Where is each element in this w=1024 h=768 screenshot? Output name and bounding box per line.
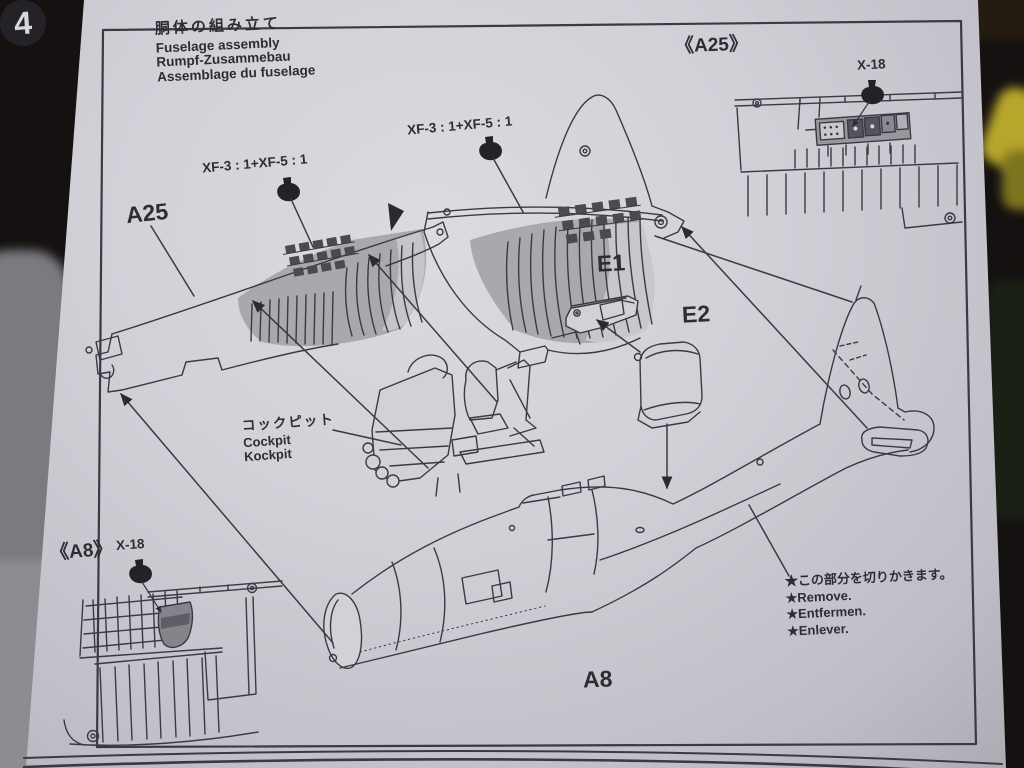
paint-x18-bottom-label: X-18 [115,536,146,553]
part-cockpit-assembly [362,354,545,497]
part-right-half [423,94,685,369]
assembly-arrow [252,300,429,469]
e1-assembly-arrow [595,319,641,353]
a25-leader-line [150,225,195,297]
part-a25-label: A25 [124,197,170,229]
cockpit-label: コックピット Cockpit Kockpit [241,412,338,464]
background-yellow-object-dark [1002,150,1024,210]
paint-daub-icon [129,559,153,584]
part-a25-left-half [85,221,449,393]
assembly-arrow [368,253,498,403]
assembly-line [654,235,853,303]
step-header: 胴体の組み立て Fuselage assembly Rumpf-Zusammeb… [155,15,316,84]
xf3-right-leader-line [492,157,524,213]
part-a8-fuselage [323,285,935,669]
inset-a8-label: 《A8》 [49,538,114,565]
paint-daub-icon [861,80,885,105]
paint-daub-icon [277,136,503,202]
assembly-arrow [120,392,334,644]
inset-a25-label: 《A25》 [674,33,749,58]
cowl-flap-detail [282,234,359,277]
part-e1-label: E1 [596,249,626,277]
part-e1-bracket [565,295,639,334]
part-e2-headrest [633,341,703,429]
assembly-lines [120,157,868,644]
remove-note-leader-line [748,504,790,577]
part-a8-label: A8 [582,665,613,693]
assembly-arrow [681,226,868,429]
inset-a8-drawing [63,559,283,746]
cockpit-leader-line [332,429,402,446]
part-e2-label: E2 [681,300,711,328]
step-title-japanese: 胴体の組み立て [154,14,282,38]
cowl-flap-detail [554,196,645,244]
insert-arrow-icon [388,203,404,231]
xf3-left-leader-line [290,198,314,248]
paint-x18-top-label: X-18 [856,56,886,73]
inset-a25-drawing [734,80,963,229]
remove-note: ★この部分を切りかきます。 ★Remove. ★Entfermen. ★Enle… [785,566,955,639]
